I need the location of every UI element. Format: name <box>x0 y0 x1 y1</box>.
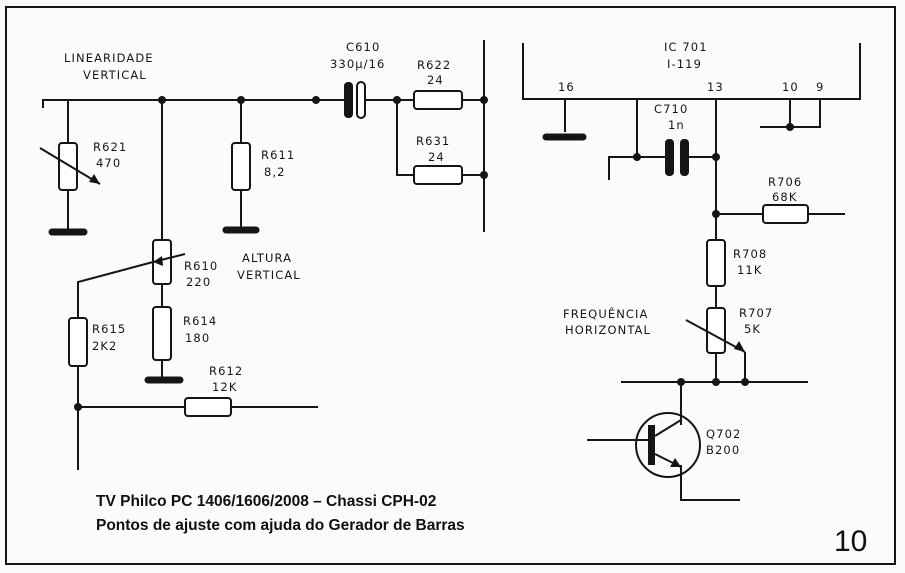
resistor-r610 <box>152 239 186 285</box>
label-r706-name: R706 <box>768 175 802 189</box>
label-r612-value: 12K <box>212 380 237 394</box>
label-r707-name: R707 <box>739 306 773 320</box>
page-number: 10 <box>834 525 867 558</box>
label-r614-value: 180 <box>185 331 210 345</box>
junction-dots-right <box>633 123 794 386</box>
caption-line-1: TV Philco PC 1406/1606/2008 – Chassi CPH… <box>96 493 436 510</box>
label-ic-value: I-119 <box>667 57 702 71</box>
label-r631-value: 24 <box>428 150 445 164</box>
label-r610-value: 220 <box>186 275 211 289</box>
label-r611-name: R611 <box>261 148 295 162</box>
transistor-q702 <box>635 412 701 478</box>
horizontal-section-wires <box>564 99 845 501</box>
label-linearidade-2: VERTICAL <box>83 68 147 82</box>
component-labels: LINEARIDADE VERTICAL R621 470 R611 8,2 C… <box>64 40 824 457</box>
label-r708-value: 11K <box>737 263 762 277</box>
label-pin16: 16 <box>558 80 575 94</box>
label-q702-value: B200 <box>706 443 740 457</box>
label-freq-2: HORIZONTAL <box>565 323 651 337</box>
label-c610-value: 330µ/16 <box>330 57 385 71</box>
label-r611-value: 8,2 <box>264 165 286 179</box>
label-r610-name: R610 <box>184 259 218 273</box>
resistor-r707 <box>685 307 746 354</box>
label-ic-name: IC 701 <box>664 40 708 54</box>
capacitor-c710 <box>665 139 689 176</box>
label-r708-name: R708 <box>733 247 767 261</box>
junction-dots-left <box>74 96 488 411</box>
capacitor-c610 <box>344 81 366 119</box>
label-pin9: 9 <box>816 80 824 94</box>
resistor-r631 <box>413 165 463 185</box>
label-r612-name: R612 <box>209 364 243 378</box>
label-r621-value: 470 <box>96 156 121 170</box>
resistor-r614 <box>152 306 172 361</box>
label-q702-name: Q702 <box>706 427 741 441</box>
label-pin13: 13 <box>707 80 724 94</box>
label-r706-value: 68K <box>772 190 797 204</box>
label-r621-name: R621 <box>93 140 127 154</box>
label-r707-value: 5K <box>744 322 761 336</box>
resistor-r611 <box>231 142 251 191</box>
label-r631-name: R631 <box>416 134 450 148</box>
figure-caption: TV Philco PC 1406/1606/2008 – Chassi CPH… <box>96 493 465 534</box>
caption-line-2: Pontos de ajuste com ajuda do Gerador de… <box>96 517 465 534</box>
page-frame <box>5 6 896 565</box>
label-linearidade-1: LINEARIDADE <box>64 51 154 65</box>
resistor-r612 <box>184 397 232 417</box>
label-pin10: 10 <box>782 80 799 94</box>
label-altura-1: ALTURA <box>242 251 292 265</box>
label-r615-value: 2K2 <box>92 339 117 353</box>
label-r615-name: R615 <box>92 322 126 336</box>
label-c610-name: C610 <box>346 40 380 54</box>
label-altura-2: VERTICAL <box>237 268 301 282</box>
resistor-r708 <box>706 239 726 287</box>
label-freq-1: FREQUÊNCIA <box>563 306 649 321</box>
label-r622-value: 24 <box>427 73 444 87</box>
resistor-r621 <box>39 142 101 191</box>
resistor-r622 <box>413 90 463 110</box>
label-r622-name: R622 <box>417 58 451 72</box>
label-r614-name: R614 <box>183 314 217 328</box>
label-c710-name: C710 <box>654 102 688 116</box>
resistor-r615 <box>68 317 88 367</box>
resistor-r706 <box>762 204 809 224</box>
ic701-outline <box>522 43 861 100</box>
label-c710-value: 1n <box>668 118 685 132</box>
